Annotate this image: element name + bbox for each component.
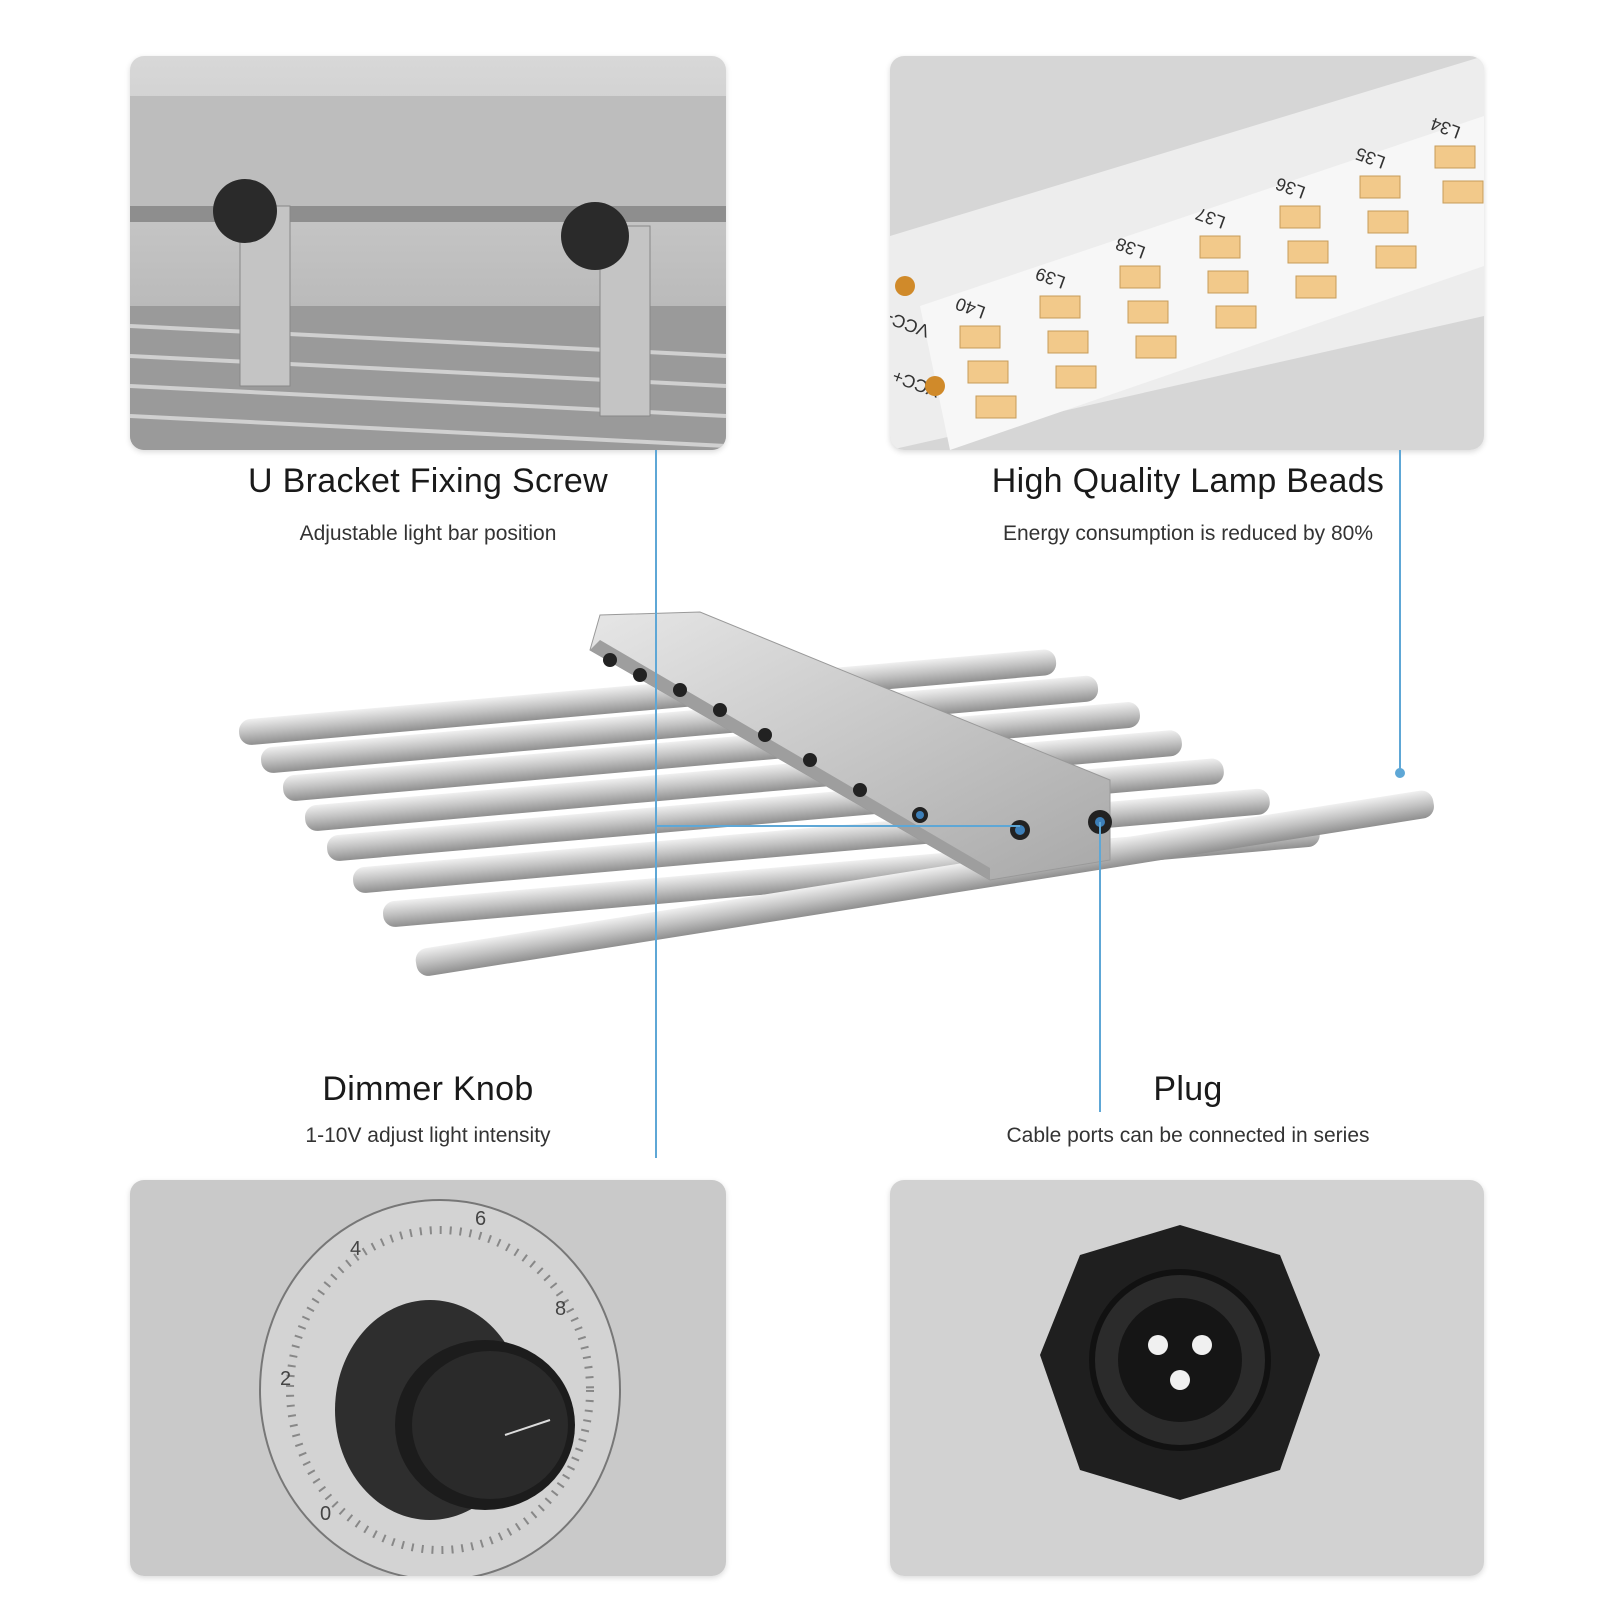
lamp-beads-closeup-image: L40 L39 L38 L37 L36 L35 L34 VCC- VCC+ [890,56,1484,450]
dimmer-knob-closeup-image: 0 2 4 6 8 [130,1180,726,1576]
bracket-title: U Bracket Fixing Screw [248,462,608,500]
callout-line-bracket [655,450,657,1158]
bracket-closeup-image [130,56,726,450]
beads-title: High Quality Lamp Beads [991,462,1385,500]
dial-tick-label: 4 [350,1238,361,1260]
plug-closeup-image [890,1180,1484,1576]
dial-tick-label: 8 [555,1298,566,1320]
dimmer-title: Dimmer Knob [322,1070,534,1108]
plug-subtitle: Cable ports can be connected in series [1006,1124,1370,1147]
dial-tick-label: 2 [280,1368,291,1390]
callout-line-dimmer [655,825,1020,827]
plug-title: Plug [1153,1070,1223,1108]
beads-subtitle: Energy consumption is reduced by 80% [1002,522,1374,545]
dial-tick-label: 0 [320,1503,331,1525]
callout-line-beads [1399,450,1401,773]
dial-tick-label: 6 [475,1208,486,1230]
bracket-subtitle: Adjustable light bar position [299,522,557,545]
callout-line-plug [1099,822,1101,1112]
dimmer-subtitle: 1-10V adjust light intensity [305,1124,551,1147]
